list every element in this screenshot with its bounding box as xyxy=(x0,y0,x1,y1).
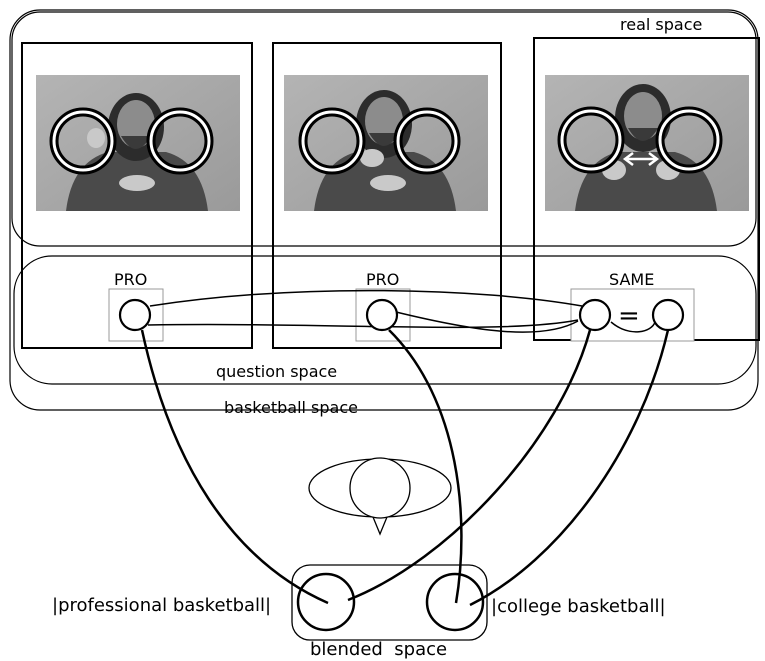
real-space-boundary xyxy=(11,11,757,247)
real-space-label: real space xyxy=(620,15,702,34)
same-label: SAME xyxy=(609,270,654,289)
photo-circle-markers xyxy=(49,106,723,175)
basketball-space-label: basketball space xyxy=(224,398,358,417)
photo-1 xyxy=(36,75,240,211)
same-right-token xyxy=(651,298,685,332)
blended-space-label: blended space xyxy=(310,639,447,660)
photo-frame-2 xyxy=(272,42,502,349)
blended-space-box xyxy=(291,564,488,641)
pro-1-label: PRO xyxy=(114,270,147,289)
question-space-boundary xyxy=(13,255,757,385)
equals-sign: = xyxy=(618,301,640,331)
pro-1-token xyxy=(118,298,152,332)
question-space-links xyxy=(147,289,656,333)
professional-basketball-label: |professional basketball| xyxy=(52,595,271,616)
double-arrow-icon xyxy=(622,152,660,166)
photo-frame-1 xyxy=(21,42,253,349)
college-basketball-label: |college basketball| xyxy=(491,596,666,617)
viewer-eye-icon xyxy=(308,457,452,536)
question-space-label: question space xyxy=(216,362,337,381)
pro-2-token xyxy=(365,298,399,332)
blend-circle-left xyxy=(296,572,356,632)
same-left-token xyxy=(578,298,612,332)
blend-circle-right xyxy=(425,572,485,632)
pro-2-label: PRO xyxy=(366,270,399,289)
